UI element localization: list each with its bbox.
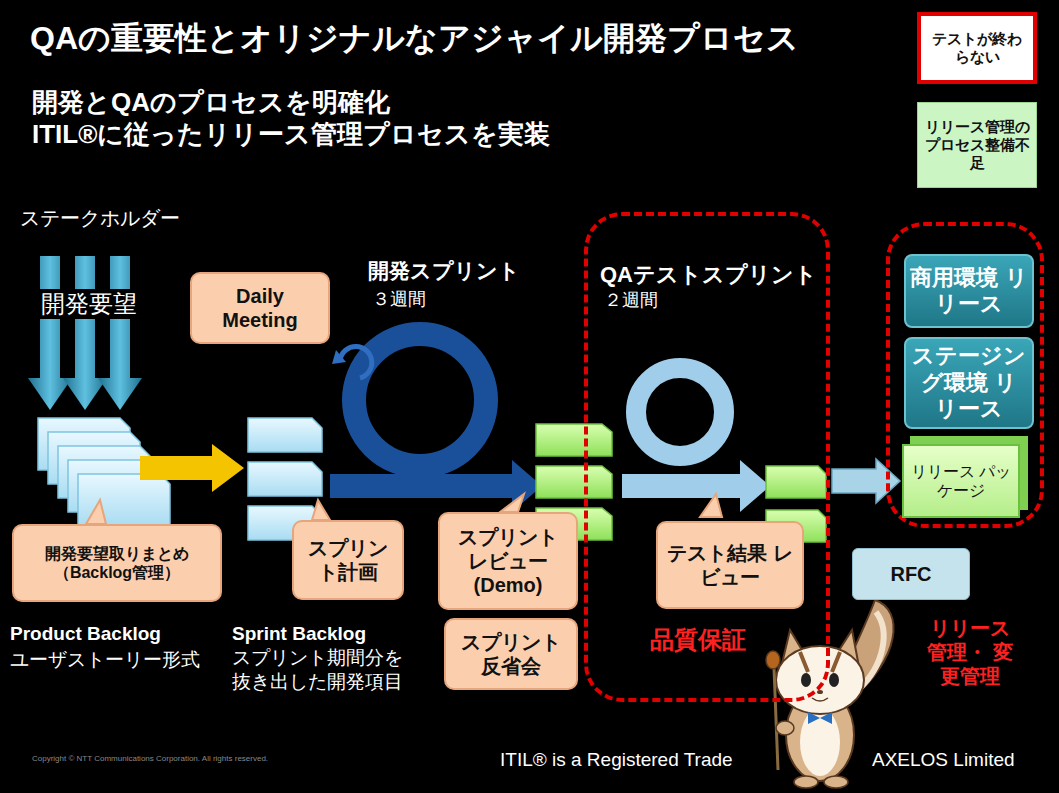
node-text: RFC — [890, 562, 931, 586]
backlog-label: Product Backlog — [10, 622, 161, 646]
node-text: リリース パッケージ — [908, 462, 1014, 500]
node-text: テスト結果 レビュー — [664, 541, 796, 589]
callout-box: スプリント計画 — [292, 520, 404, 600]
node-text: 商用環境 リリース — [910, 265, 1028, 318]
release-region: リリース 管理・ 変更管理商用環境 リリースステージング環境 リリースリリース … — [886, 222, 1044, 528]
node-text: 品質保証 — [650, 626, 746, 655]
sprint-label: 開発スプリント — [368, 258, 520, 284]
node-text: スプリント計画 — [300, 536, 396, 584]
release-box: ステージング環境 リリース — [904, 337, 1034, 429]
rfc-box: RFC — [852, 548, 970, 600]
node-text: 開発要望取りまとめ （Backlog管理） — [20, 544, 214, 582]
node-text: Daily Meeting — [196, 284, 324, 332]
copyright: Copyright © NTT Communications Corporati… — [32, 754, 268, 764]
issue-box: テストが終わらない — [917, 12, 1037, 84]
node-text: ステージング環境 リリース — [910, 343, 1028, 422]
trademark: AXELOS Limited — [872, 748, 1015, 772]
trademark: ITIL® is a Registered Trade — [500, 748, 733, 772]
callout-box: Daily Meeting — [190, 272, 330, 344]
node-text: スプリント レビュー (Demo) — [446, 525, 570, 597]
qa-region: QAテストスプリント２週間品質保証 テスト結果 レビュー — [584, 212, 830, 702]
release-box: 商用環境 リリース — [904, 254, 1034, 328]
sprint-cycle — [330, 334, 542, 512]
stakeholder-label: ステークホルダー — [20, 206, 180, 231]
duration-label: ３週間 — [372, 288, 426, 311]
package-box: リリース パッケージ — [902, 444, 1020, 518]
backlog-note: スプリント期間分を 抜き出した開発項目 — [232, 646, 412, 694]
subtitle: 開発とQAのプロセスを明確化 — [32, 86, 390, 119]
node-text: テストが終わらない — [925, 30, 1029, 66]
requirement-arrows — [28, 256, 142, 410]
backlog-label: Sprint Backlog — [232, 622, 366, 646]
subtitle: ITIL®に従ったリリース管理プロセスを実装 — [32, 118, 550, 151]
node-text: スプリント 反省会 — [452, 630, 570, 678]
backlog-note: ユーザストーリー形式 — [10, 648, 200, 672]
requirement-label: 開発要望 — [38, 289, 140, 319]
issue-box: リリース管理のプロセス整備不足 — [917, 102, 1037, 188]
callout-box: テスト結果 レビュー — [656, 521, 804, 609]
flow-arrow — [140, 444, 244, 492]
node-text: QAテストスプリント — [600, 262, 817, 288]
node-text: ２週間 — [604, 290, 658, 312]
callout-tails — [86, 494, 722, 524]
qa-cycle — [622, 368, 770, 512]
callout-box: 開発要望取りまとめ （Backlog管理） — [12, 524, 222, 602]
callout-box: スプリント 反省会 — [444, 618, 578, 690]
node-text: リリース 管理・ 変更管理 — [924, 616, 1016, 688]
callout-box: スプリント レビュー (Demo) — [438, 512, 578, 610]
title: QAの重要性とオリジナルなアジャイル開発プロセス — [30, 18, 799, 58]
node-text: リリース管理のプロセス整備不足 — [922, 118, 1032, 172]
